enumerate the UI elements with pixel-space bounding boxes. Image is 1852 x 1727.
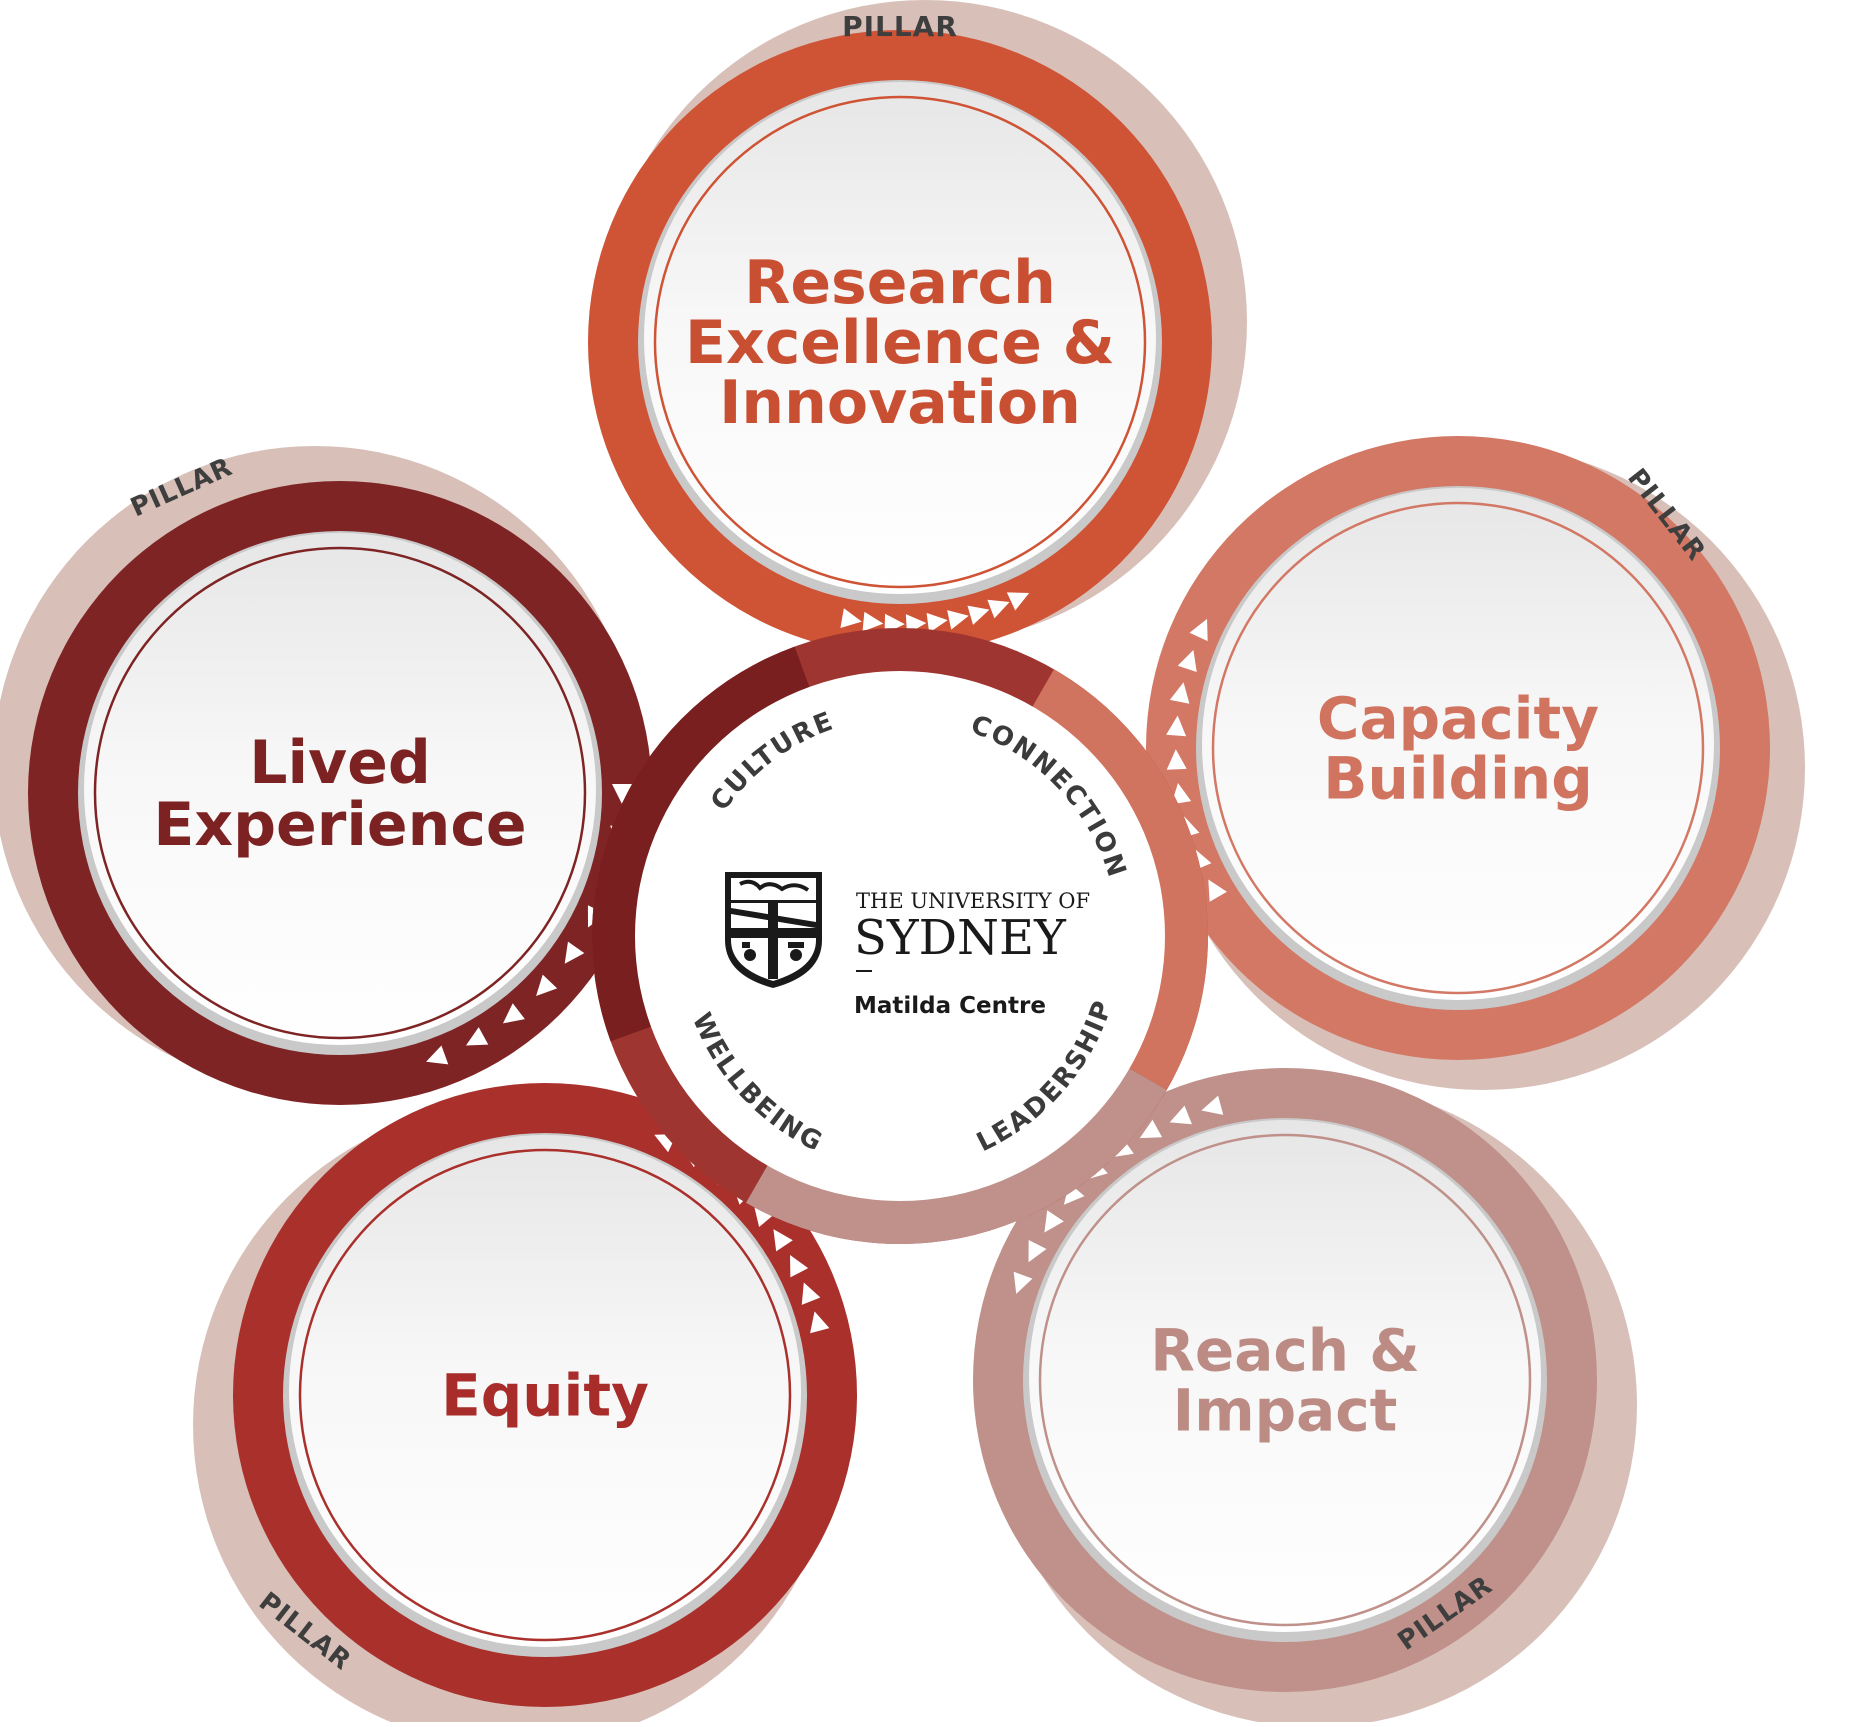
pillar-chevron-6 — [502, 1003, 525, 1024]
pillar-chevron-7 — [987, 599, 1010, 619]
pillar-chevron-8 — [1006, 592, 1030, 611]
pillar-chevron-0 — [1201, 1095, 1224, 1115]
pillar-inner-ring — [93, 546, 587, 1040]
pillar-chevron-8 — [426, 1045, 449, 1065]
pillar-chevron-5 — [947, 610, 969, 630]
pillar-chevron-0 — [612, 784, 632, 804]
pillar-title-line: Excellence & — [685, 308, 1115, 378]
pillar-chevron-0 — [1208, 879, 1227, 902]
pillar-inner-ring — [298, 1148, 792, 1642]
pillar-chevron-7 — [1028, 1239, 1047, 1263]
pillar-tag: PILLAR — [842, 10, 958, 43]
pillar-chevron-5 — [536, 974, 558, 996]
pillar-disc — [644, 82, 1156, 594]
pillar-inner-ring — [653, 95, 1147, 589]
pillar-chevron-2 — [790, 1255, 809, 1278]
pillar-chevron-8 — [1189, 618, 1208, 642]
university-logo: THE UNIVERSITY OF SYDNEY Matilda Centre — [725, 872, 1090, 1019]
pillar-chevron-6 — [1044, 1210, 1064, 1233]
university-name-line2: SYDNEY — [854, 910, 1067, 966]
pillar-title-line: Equity — [441, 1361, 649, 1429]
pillar-chevron-6 — [1169, 682, 1190, 704]
pillar-chevron-4 — [753, 1205, 775, 1228]
pillar-disc — [84, 533, 596, 1045]
pillar-disc — [1202, 488, 1714, 1000]
university-name-line1: THE UNIVERSITY OF — [856, 889, 1090, 913]
pillar-title-line: Capacity — [1317, 684, 1599, 752]
pillar-chevron-1 — [1169, 1105, 1192, 1125]
pillar-disc — [289, 1135, 801, 1647]
pillar-chevron-4 — [1166, 749, 1187, 770]
crest-icon — [725, 872, 822, 988]
pillar-chevron-4 — [926, 612, 948, 633]
pillar-chevron-2 — [1139, 1119, 1163, 1139]
pillar-title-line: Building — [1323, 744, 1592, 812]
pillar-chevron-4 — [564, 941, 585, 964]
central-hub: CULTURE CONNECTION LEADERSHIP WELLBEING — [592, 628, 1208, 1244]
pillar-title-line: Impact — [1173, 1376, 1398, 1444]
pillar-chevron-7 — [465, 1027, 489, 1046]
pillar-title-line: Research — [744, 248, 1056, 318]
pillar-chevron-8 — [1013, 1271, 1033, 1294]
centre-name: Matilda Centre — [854, 993, 1046, 1019]
pillar-chevron-3 — [1171, 783, 1192, 805]
logo-divider — [856, 970, 872, 972]
pillar-title-line: Reach & — [1150, 1316, 1420, 1384]
pillar-disc — [1029, 1120, 1541, 1632]
pillar-chevron-3 — [773, 1229, 793, 1252]
pillar-chevron-1 — [862, 611, 884, 632]
pillar-chevron-6 — [967, 605, 990, 625]
pillar-inner-ring — [1211, 501, 1705, 995]
pillar-title-line: Innovation — [719, 368, 1081, 438]
pillar-chevron-1 — [801, 1282, 821, 1305]
pillar-chevron-7 — [1177, 649, 1197, 672]
pillar-chevron-0 — [810, 1311, 830, 1334]
pillar-title-line: Lived — [249, 728, 431, 798]
hub-disc — [635, 671, 1165, 1201]
pillar-inner-ring — [1038, 1133, 1532, 1627]
pillar-chevron-5 — [1166, 715, 1187, 737]
pillar-title-line: Experience — [153, 790, 526, 860]
pillar-chevron-0 — [840, 608, 862, 628]
